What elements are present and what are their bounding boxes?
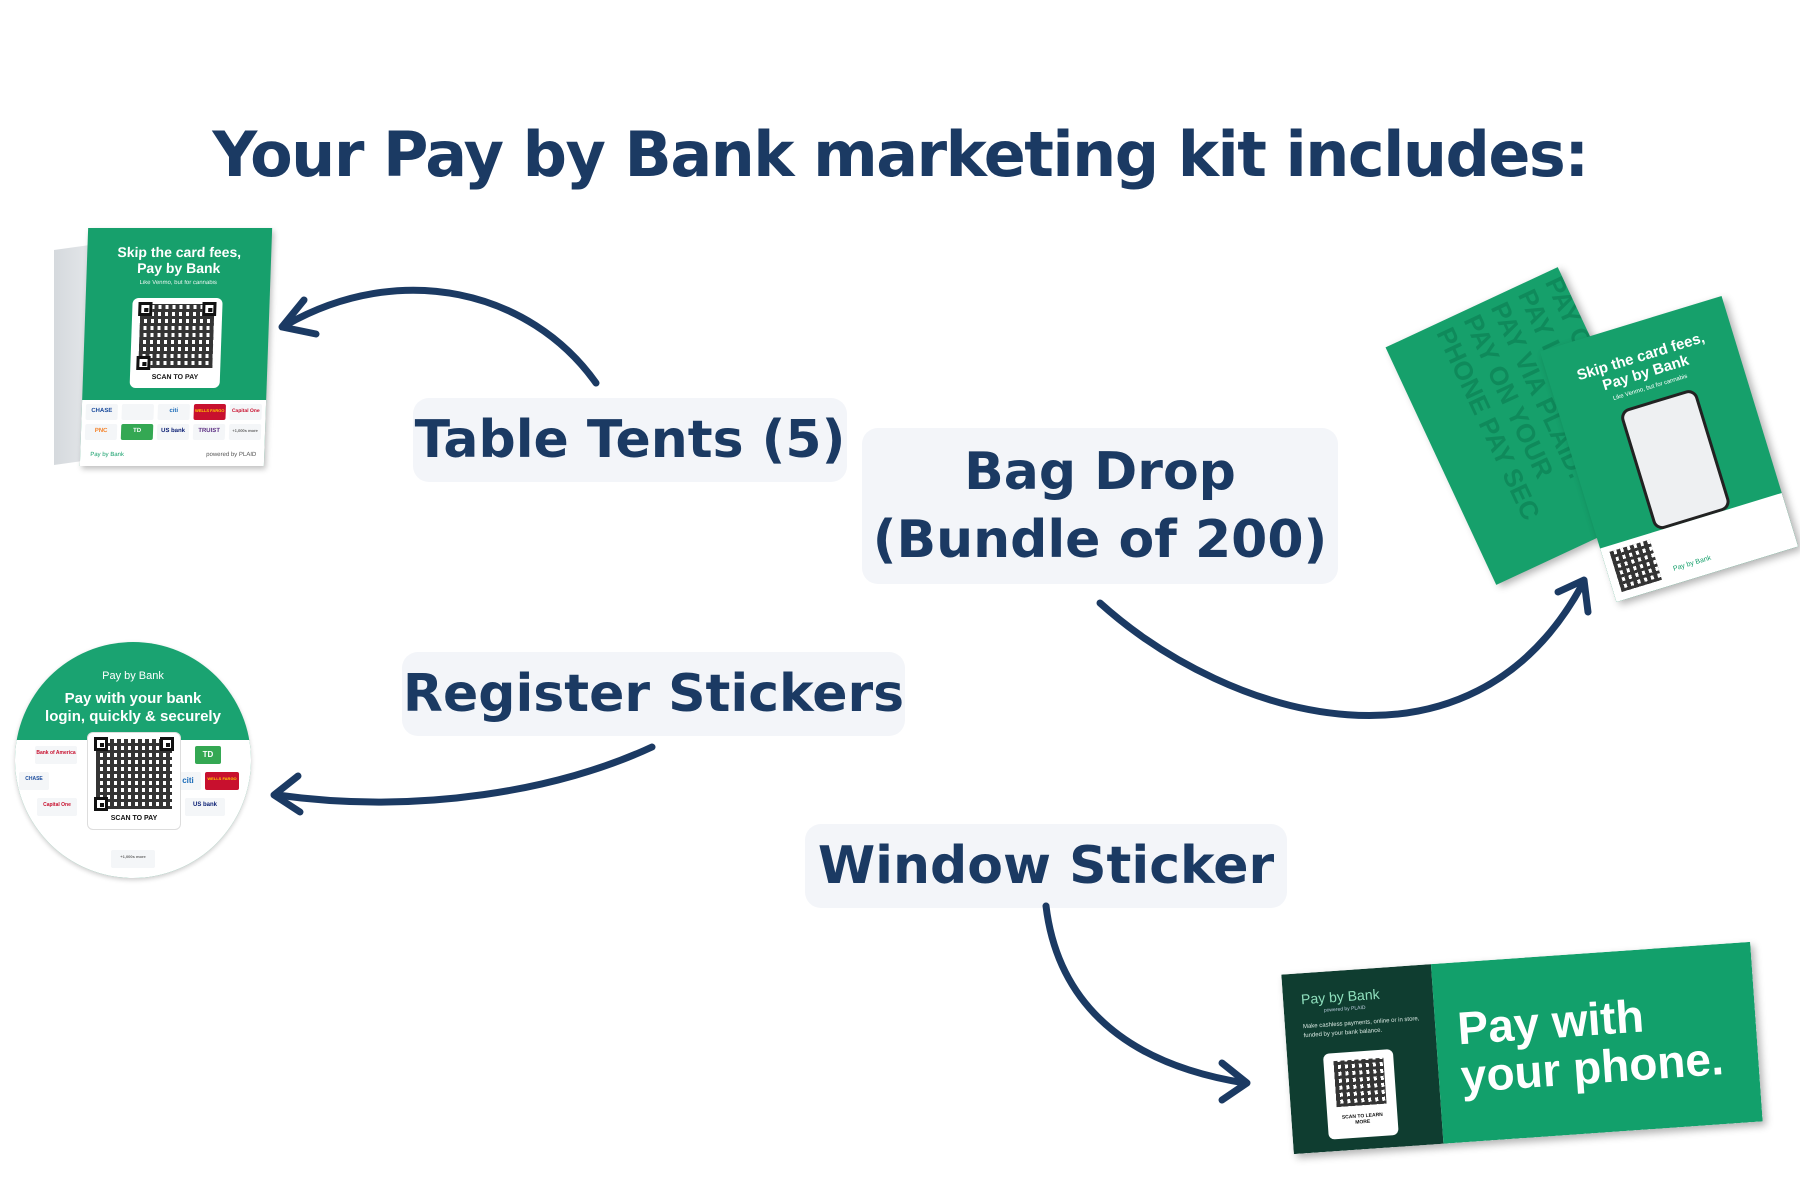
register-sticker-image: Pay by Bank Pay with your bank login, qu… bbox=[15, 642, 251, 878]
qr-finder-icon bbox=[94, 797, 108, 811]
bank-logo: Capital One bbox=[229, 404, 263, 420]
window-sticker-headline: Pay with your phone. bbox=[1456, 986, 1726, 1102]
arrow-head-register-sticker bbox=[270, 772, 304, 816]
arrow-head-window-sticker bbox=[1218, 1059, 1251, 1104]
label-bag-drop: Bag Drop (Bundle of 200) bbox=[862, 428, 1338, 584]
bank-logo: Bank of America bbox=[35, 746, 77, 764]
label-window-sticker: Window Sticker bbox=[805, 824, 1287, 908]
label-bag-drop-line1: Bag Drop bbox=[964, 442, 1236, 502]
label-window-sticker-text: Window Sticker bbox=[817, 836, 1275, 896]
qr-code-icon bbox=[1609, 539, 1662, 593]
qr-finder-icon bbox=[138, 302, 153, 316]
bank-logo: +1,000s more bbox=[228, 424, 262, 440]
register-sticker-headline-1: Pay with your bank bbox=[64, 690, 202, 707]
table-tent-headline: Skip the card fees, Pay by Bank bbox=[86, 244, 271, 276]
arrow-to-register-sticker bbox=[273, 743, 656, 806]
label-bag-drop-line2: (Bundle of 200) bbox=[872, 510, 1328, 570]
table-tent-subline: Like Venmo, but for cannabis bbox=[139, 280, 218, 286]
bank-logo: TD bbox=[120, 424, 154, 440]
bank-logo: TD bbox=[195, 746, 221, 764]
qr-code-icon bbox=[1333, 1057, 1387, 1108]
register-sticker-brand: Pay by Bank bbox=[102, 670, 164, 682]
bank-logo: PNC bbox=[84, 424, 118, 440]
bank-logo: WELLS FARGO bbox=[193, 404, 227, 420]
window-sticker-brand: Pay by Bank bbox=[1300, 985, 1381, 1008]
register-sticker-qr-card: SCAN TO PAY bbox=[87, 732, 181, 830]
qr-finder-icon bbox=[136, 356, 151, 370]
arrow-head-table-tent bbox=[278, 296, 320, 338]
page-title: Your Pay by Bank marketing kit includes: bbox=[212, 118, 1589, 191]
register-sticker-headline-2: login, quickly & securely bbox=[45, 708, 221, 725]
label-register-stickers: Register Stickers bbox=[402, 652, 905, 736]
label-table-tents: Table Tents (5) bbox=[413, 398, 847, 482]
phone-icon bbox=[1618, 387, 1733, 532]
table-tent-qr-card: SCAN TO PAY bbox=[129, 298, 223, 388]
bank-logo: WELLS FARGO bbox=[205, 772, 239, 790]
table-tent-image: Skip the card fees, Pay by Bank Like Ven… bbox=[79, 228, 273, 466]
bank-logo: CHASE bbox=[85, 404, 119, 420]
window-sticker-scan-text: SCAN TO LEARN MORE bbox=[1341, 1111, 1384, 1126]
bank-logo: TRUIST bbox=[192, 424, 226, 440]
bag-drop-footer-brand: Pay by Bank bbox=[1672, 554, 1713, 573]
arrow-head-bag-drop bbox=[1554, 576, 1592, 616]
table-tent-bank-logos: CHASE citi WELLS FARGO Capital One PNC T… bbox=[80, 400, 267, 444]
bank-logo: +1,000s more bbox=[111, 850, 155, 868]
window-sticker-qr-card: SCAN TO LEARN MORE bbox=[1322, 1049, 1399, 1140]
bank-logo: citi bbox=[175, 772, 201, 790]
arrow-to-table-tent bbox=[282, 286, 600, 387]
arrow-to-bag-drop bbox=[1096, 581, 1586, 720]
qr-code-icon bbox=[96, 739, 172, 809]
qr-finder-icon bbox=[94, 737, 108, 751]
window-sticker-image: Pay by Bank powered by PLAID Make cashle… bbox=[1281, 941, 1763, 1155]
window-sticker-right-panel: Pay with your phone. bbox=[1430, 941, 1763, 1144]
bank-logo: citi bbox=[157, 404, 191, 420]
table-tent-headline-1: Skip the card fees, bbox=[117, 244, 242, 260]
window-sticker-powered: powered by PLAID bbox=[1323, 1004, 1366, 1014]
arrow-to-window-sticker bbox=[1042, 902, 1249, 1087]
bank-logo: CHASE bbox=[19, 772, 49, 790]
window-sticker-left-panel: Pay by Bank powered by PLAID Make cashle… bbox=[1281, 964, 1444, 1155]
table-tent-scan-text: SCAN TO PAY bbox=[151, 374, 199, 381]
table-tent-headline-2: Pay by Bank bbox=[136, 260, 221, 276]
register-sticker-scan-text: SCAN TO PAY bbox=[110, 815, 158, 822]
table-tent-footer-powered: powered by PLAID bbox=[206, 452, 257, 458]
qr-finder-icon bbox=[160, 737, 174, 751]
qr-finder-icon bbox=[202, 302, 217, 316]
label-register-stickers-text: Register Stickers bbox=[402, 664, 905, 724]
table-tent-footer-brand: Pay by Bank bbox=[90, 452, 125, 458]
label-table-tents-text: Table Tents (5) bbox=[414, 410, 846, 470]
bank-logo: Capital One bbox=[37, 798, 77, 816]
window-sticker-description: Make cashless payments, online or in sto… bbox=[1302, 1016, 1420, 1040]
register-sticker-headline: Pay with your bank login, quickly & secu… bbox=[15, 690, 251, 726]
bank-logo: US bank bbox=[185, 798, 225, 816]
table-tent-footer: Pay by Bank powered by PLAID bbox=[79, 444, 265, 466]
bank-logo: US bank bbox=[156, 424, 190, 440]
bank-logo bbox=[121, 404, 155, 420]
